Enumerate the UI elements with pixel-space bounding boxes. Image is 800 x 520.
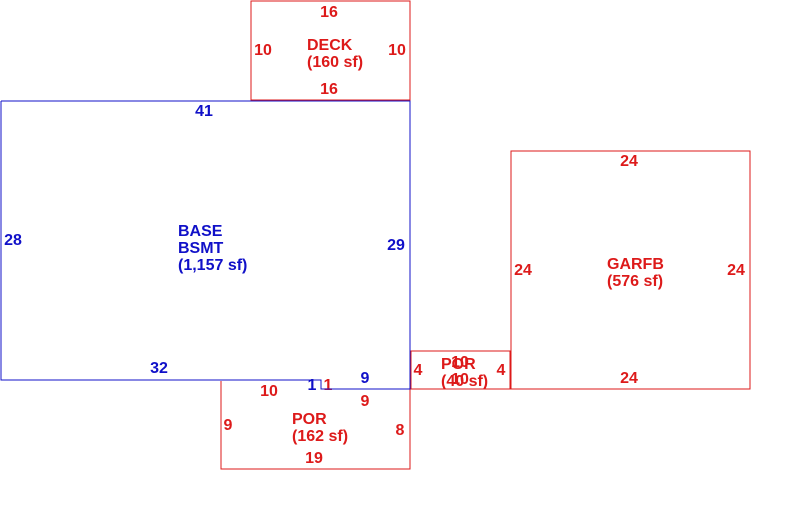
- por-main-dim-step-v: 1: [324, 377, 333, 394]
- base-dim-step-h: 9: [361, 370, 370, 387]
- por-main-dim-bottom: 19: [305, 450, 323, 467]
- por-small-dim-right: 4: [497, 362, 506, 379]
- garfb-area-size: (576 sf): [607, 273, 663, 290]
- bsmt-name: BSMT: [178, 240, 224, 257]
- por-small-dim-left: 4: [414, 362, 423, 379]
- garfb-outline: [510, 150, 751, 390]
- deck-name: DECK: [307, 37, 353, 54]
- garfb-dim-top: 24: [620, 153, 638, 170]
- garfb-area: GARFB (576 sf) 24 24 24 24: [510, 150, 751, 390]
- garfb-dim-bottom: 24: [620, 370, 638, 387]
- garfb-dim-left: 24: [514, 262, 532, 279]
- por-main-dim-step-h: 9: [361, 393, 370, 410]
- base-area-size: (1,157 sf): [178, 257, 247, 274]
- por-main-name: POR: [292, 411, 327, 428]
- deck-dim-right: 10: [388, 42, 406, 59]
- por-main-dim-right: 8: [396, 422, 405, 439]
- por-main-dim-left: 9: [224, 417, 233, 434]
- por-small-dim-bottom: 10: [451, 371, 469, 388]
- garfb-dim-right: 24: [727, 262, 745, 279]
- deck-area: DECK (160 sf) 16 16 10 10: [250, 0, 411, 101]
- deck-outline: [250, 0, 411, 101]
- por-main-area-size: (162 sf): [292, 428, 348, 445]
- deck-dim-top: 16: [320, 4, 338, 21]
- base-dim-left: 28: [4, 232, 22, 249]
- por-small-dim-top: 10: [451, 354, 469, 371]
- por-main-area: POR (162 sf) 10 1 9 9 8 19: [220, 377, 411, 470]
- base-name: BASE: [178, 223, 223, 240]
- por-small-name: POR: [441, 356, 476, 373]
- base-dim-step-v: 1: [308, 377, 317, 394]
- deck-area-size: (160 sf): [307, 54, 363, 71]
- base-dim-right: 29: [387, 237, 405, 254]
- base-area: BASE BSMT (1,157 sf) 41 28 29 32 1 9: [0, 100, 411, 394]
- por-main-dim-top-left: 10: [260, 383, 278, 400]
- base-dim-bottom: 32: [150, 360, 168, 377]
- deck-dim-bottom: 16: [320, 81, 338, 98]
- deck-dim-left: 10: [254, 42, 272, 59]
- garfb-name: GARFB: [607, 256, 664, 273]
- por-small-area-size: (40 sf): [441, 373, 488, 390]
- base-dim-top: 41: [195, 103, 213, 120]
- por-small-area: 10 10 POR (40 sf) 4 4: [410, 350, 511, 390]
- base-outline: [0, 100, 411, 390]
- por-small-outline: [410, 350, 511, 390]
